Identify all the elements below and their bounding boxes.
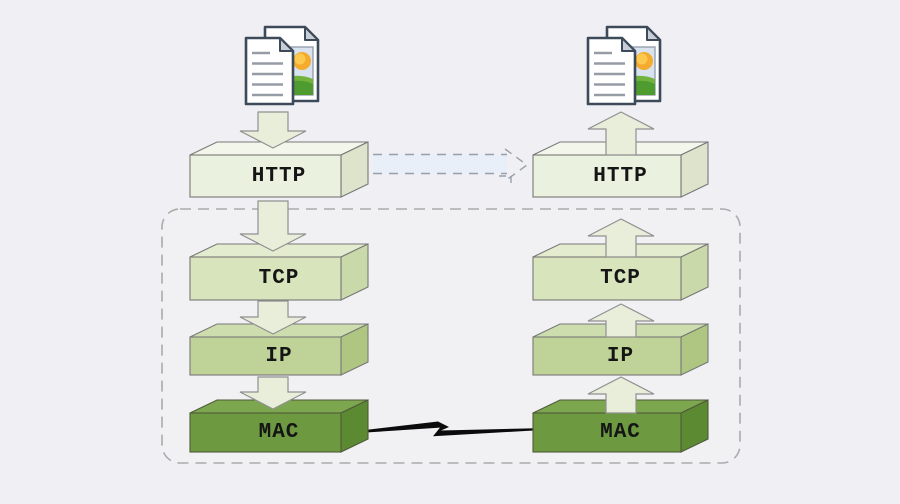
- down-block-arrow-icon: [239, 376, 307, 410]
- up-block-arrow-icon: [587, 111, 655, 156]
- dashed-horizontal-arrow-icon: [373, 148, 529, 185]
- up-arrows-right: [587, 111, 655, 414]
- up-block-arrow-icon: [587, 218, 655, 258]
- mac-box-left: [189, 399, 369, 453]
- http-box-left: [189, 141, 369, 198]
- down-arrows-left: [239, 111, 307, 410]
- tcp-box-right: [532, 243, 709, 301]
- down-block-arrow-icon: [239, 111, 307, 149]
- down-block-arrow-icon: [239, 200, 307, 252]
- ip-box-left: [189, 323, 369, 376]
- up-block-arrow-icon: [587, 303, 655, 338]
- tcp-box-left: [189, 243, 369, 301]
- document-stack-icon-right: [586, 25, 662, 106]
- down-block-arrow-icon: [239, 300, 307, 335]
- document-stack-icon-left: [244, 25, 320, 106]
- lightning-link-icon: [360, 421, 536, 437]
- up-block-arrow-icon: [587, 376, 655, 414]
- ip-box-right: [532, 323, 709, 376]
